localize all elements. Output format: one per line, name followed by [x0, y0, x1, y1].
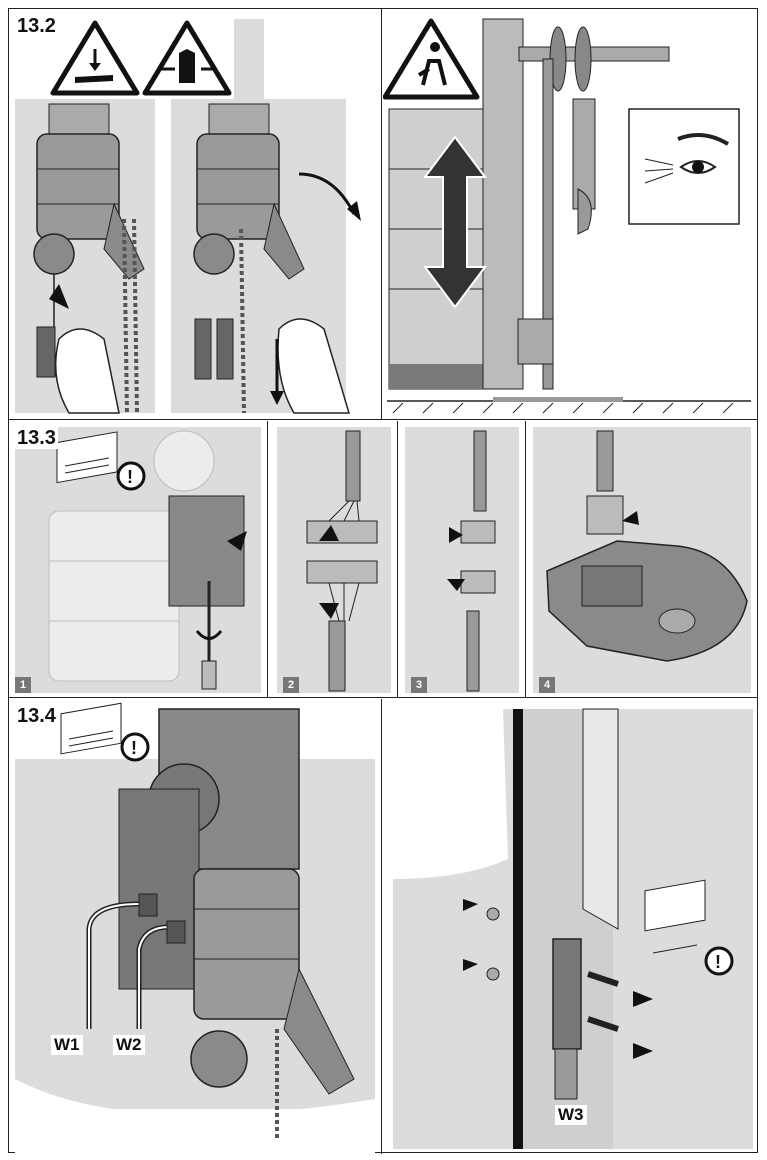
- section-label-13-2: 13.2: [15, 15, 58, 37]
- wire-label-w3: W3: [555, 1105, 587, 1125]
- falling-object-warning-icon: [383, 18, 480, 100]
- eye-inspection-icon: [628, 108, 740, 225]
- divider-13-4: [381, 699, 382, 1154]
- section-divider-13-3: [9, 697, 757, 698]
- manual-note-icon: !: [644, 879, 734, 976]
- instruction-sheet: 13.2: [8, 8, 758, 1154]
- divider-13-3-a: [267, 421, 268, 697]
- hands-pinch-warning-icon: [141, 17, 233, 97]
- panel-13-3-step-3: 3: [399, 421, 525, 697]
- divider-13-2: [381, 9, 382, 419]
- divider-13-3-c: [525, 421, 526, 697]
- panel-13-3-step-4: 4: [527, 421, 757, 697]
- svg-text:!: !: [131, 738, 137, 758]
- svg-text:!: !: [127, 467, 133, 487]
- panel-13-2-right: [383, 9, 757, 419]
- section-label-13-3: 13.3: [15, 427, 58, 449]
- manual-note-icon: !: [60, 702, 150, 762]
- manual-note-icon: !: [56, 431, 146, 491]
- section-label-13-4: 13.4: [15, 705, 58, 727]
- step-label-1: 1: [15, 677, 31, 693]
- step-label-2: 2: [283, 677, 299, 693]
- svg-text:!: !: [715, 952, 721, 972]
- divider-13-3-b: [397, 421, 398, 697]
- wire-label-w2: W2: [113, 1035, 145, 1055]
- section-divider-13-2: [9, 419, 757, 420]
- panel-13-3-step-2: 2: [269, 421, 397, 697]
- wire-label-w1: W1: [51, 1035, 83, 1055]
- motor-illustration-right: [193, 103, 361, 414]
- motor-illustration-left: [33, 103, 145, 414]
- panel-13-4-left: 13.4 W1 W2 !: [9, 699, 381, 1154]
- panel-13-4-right: W3 !: [383, 699, 757, 1154]
- step-label-4: 4: [539, 677, 555, 693]
- panel-13-3-step-1: 13.3 1 !: [9, 421, 267, 697]
- hand-crush-warning-icon: [49, 17, 141, 97]
- step-label-3: 3: [411, 677, 427, 693]
- panel-13-2-left: 13.2: [9, 9, 381, 419]
- up-down-arrow-icon: [423, 135, 487, 309]
